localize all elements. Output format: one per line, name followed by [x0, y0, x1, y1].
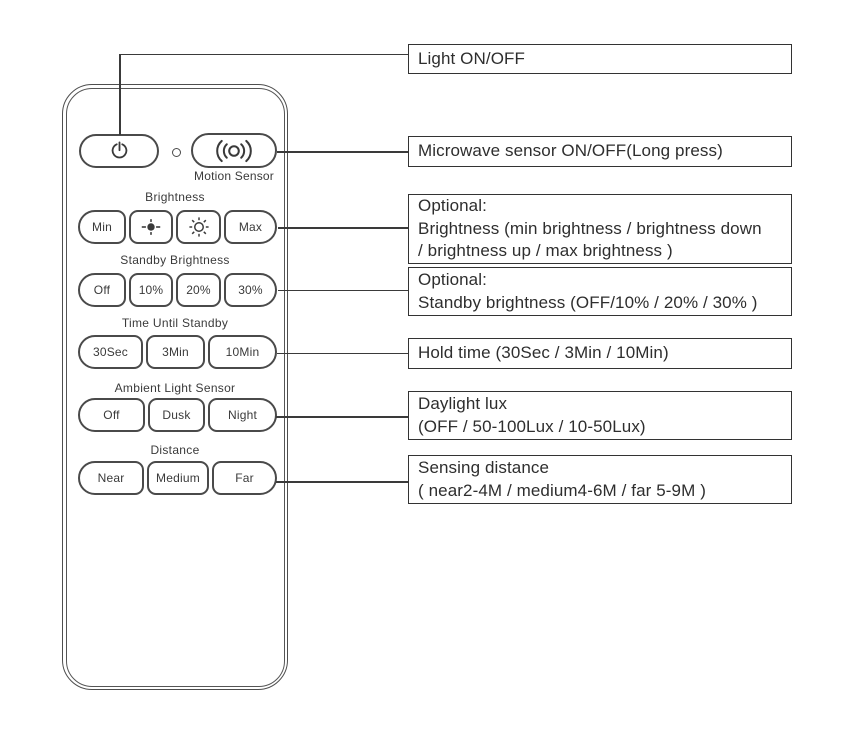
ambient-leader-line: [276, 416, 408, 418]
power-button[interactable]: [79, 134, 159, 168]
standby-10-label: 10%: [138, 283, 164, 297]
min-brightness-label: Min: [92, 220, 112, 234]
section-label-time-until-standby: Time Until Standby: [121, 316, 229, 330]
ambient-off-button[interactable]: Off: [78, 398, 145, 432]
standby-20-label: 20%: [186, 283, 211, 297]
standby-10-button[interactable]: 10%: [129, 273, 173, 307]
standby-30-label: 30%: [238, 283, 263, 297]
annotation-line: Sensing distance: [418, 458, 550, 477]
annotation-light-onoff: Light ON/OFF: [408, 44, 792, 74]
annotation-line: / brightness up / max brightness ): [418, 241, 673, 261]
standby-off-label: Off: [93, 283, 111, 297]
hold-30sec-button[interactable]: 30Sec: [78, 335, 143, 369]
ambient-dusk-label: Dusk: [162, 408, 191, 422]
standby-30-button[interactable]: 30%: [224, 273, 277, 307]
annotation-standby-optional: Optional: Standby brightness (OFF/10% / …: [408, 267, 792, 316]
annotation-line: Light ON/OFF: [418, 48, 526, 68]
max-brightness-button[interactable]: Max: [224, 210, 277, 244]
hold-30sec-label: 30Sec: [92, 345, 129, 359]
microwave-leader-line: [277, 151, 408, 153]
max-brightness-label: Max: [238, 220, 263, 234]
ambient-light-button-row: Off Dusk Night: [78, 398, 277, 432]
brightness-up-icon: [188, 217, 209, 237]
min-brightness-button[interactable]: Min: [78, 210, 126, 244]
remote-control-body: Motion Sensor Brightness Min: [62, 84, 288, 690]
annotation-line: ( near2-4M / medium4-6M / far 5-9M ): [418, 480, 706, 500]
hold-time-leader-line: [277, 352, 408, 355]
annotation-hold-time: Hold time (30Sec / 3Min / 10Min): [408, 338, 792, 369]
annotation-line: Optional:: [418, 270, 487, 289]
annotation-line: Hold time (30Sec / 3Min / 10Min): [418, 343, 669, 363]
annotation-brightness-optional: Optional: Brightness (min brightness / b…: [408, 194, 792, 264]
annotation-line: Microwave sensor ON/OFF(Long press): [418, 141, 723, 161]
brightness-leader-line: [278, 227, 408, 229]
annotation-line: Brightness (min brightness / brightness …: [418, 218, 762, 238]
motion-sensor-button[interactable]: [191, 133, 277, 168]
section-label-standby-brightness: Standby Brightness: [120, 253, 230, 267]
motion-sensor-label: Motion Sensor: [194, 169, 274, 183]
hold-10min-label: 10Min: [225, 345, 260, 359]
brightness-up-button[interactable]: [176, 210, 221, 244]
standby-off-button[interactable]: Off: [78, 273, 126, 307]
power-icon: [111, 141, 127, 159]
microwave-sensor-icon: [216, 139, 252, 162]
hold-3min-label: 3Min: [162, 345, 189, 359]
annotation-daylight-lux: Daylight lux (OFF / 50-100Lux / 10-50Lux…: [408, 391, 792, 440]
distance-far-label: Far: [235, 471, 254, 485]
annotation-line: Daylight lux: [418, 394, 508, 413]
ambient-dusk-button[interactable]: Dusk: [148, 398, 205, 432]
ambient-night-button[interactable]: Night: [208, 398, 277, 432]
hold-time-button-row: 30Sec 3Min 10Min: [78, 335, 277, 369]
ambient-night-label: Night: [227, 408, 257, 422]
section-label-distance: Distance: [150, 443, 200, 457]
section-label-ambient-light-sensor: Ambient Light Sensor: [114, 381, 236, 395]
section-label-brightness: Brightness: [145, 190, 205, 204]
distance-leader-line: [276, 481, 408, 483]
brightness-down-button[interactable]: [129, 210, 173, 244]
led-indicator: [172, 148, 181, 157]
distance-medium-button[interactable]: Medium: [147, 461, 209, 495]
distance-near-button[interactable]: Near: [78, 461, 144, 495]
brightness-button-row: Min: [78, 210, 277, 244]
distance-far-button[interactable]: Far: [212, 461, 277, 495]
annotation-line: Optional:: [418, 196, 487, 216]
remote-inner-outline: [65, 87, 285, 687]
annotation-sensing-distance: Sensing distance ( near2-4M / medium4-6M…: [408, 455, 792, 504]
power-leader-line-vertical: [119, 54, 121, 135]
hold-10min-button[interactable]: 10Min: [208, 335, 277, 369]
distance-medium-label: Medium: [156, 471, 200, 485]
annotation-line: Standby brightness (OFF/10% / 20% / 30% …: [418, 292, 758, 312]
distance-button-row: Near Medium Far: [78, 461, 277, 495]
ambient-off-label: Off: [103, 408, 120, 422]
standby-brightness-button-row: Off 10% 20% 30%: [78, 273, 277, 307]
standby-leader-line: [278, 289, 408, 292]
hold-3min-button[interactable]: 3Min: [146, 335, 205, 369]
brightness-down-icon: [141, 219, 161, 235]
power-leader-line-horizontal: [119, 53, 408, 56]
standby-20-button[interactable]: 20%: [176, 273, 221, 307]
annotation-microwave-sensor: Microwave sensor ON/OFF(Long press): [408, 136, 792, 167]
annotation-line: (OFF / 50-100Lux / 10-50Lux): [418, 416, 646, 436]
distance-near-label: Near: [97, 471, 125, 485]
